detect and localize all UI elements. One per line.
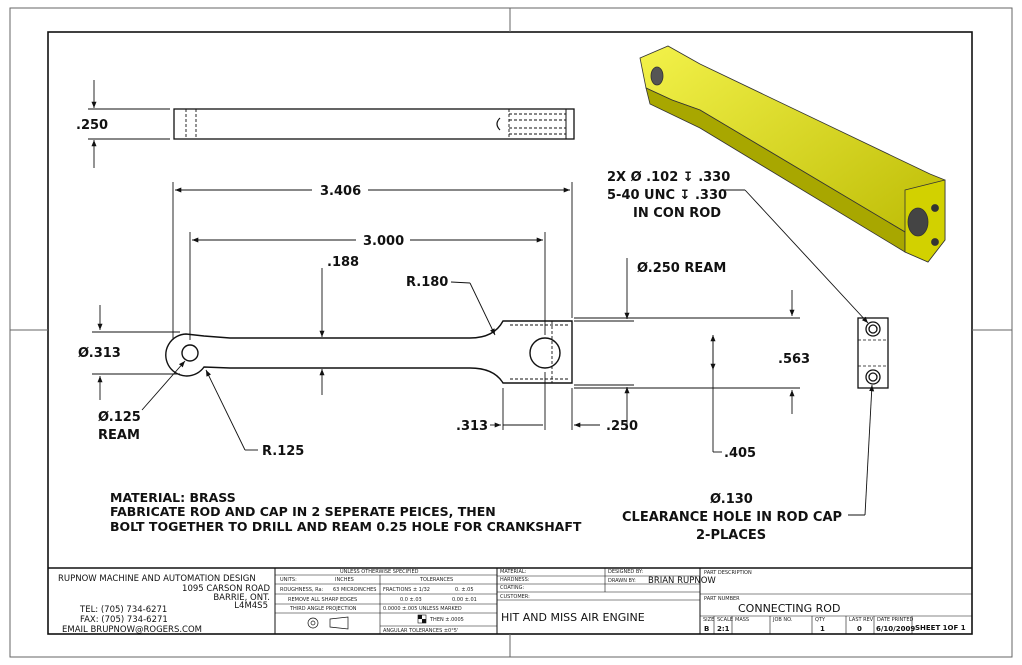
- company-fax: FAX: (705) 734-6271: [80, 615, 168, 625]
- clearance-callout-1: Ø.130: [710, 492, 753, 507]
- sheet-number: SHEET 1OF 1: [915, 624, 966, 632]
- third-angle-symbol-icon: [307, 616, 349, 630]
- tol-000: 0.00 ±.01: [452, 597, 477, 603]
- dim-313: [92, 305, 180, 400]
- dim-3000: [189, 232, 546, 340]
- dim-3406: [172, 182, 573, 340]
- clearance-callout-2: CLEARANCE HOLE IN ROD CAP: [622, 510, 842, 525]
- hardness-label: HARDNESS:: [500, 577, 530, 583]
- isometric-rod-image: [639, 45, 946, 263]
- coating-label: COATING:: [500, 585, 525, 591]
- units-value: INCHES: [335, 577, 354, 583]
- title-block-grid: [48, 567, 972, 634]
- third-angle-label: THIRD ANGLE PROJECTION: [289, 606, 357, 612]
- dim-r180: [450, 281, 496, 336]
- company-address-2: BARRIE, ONT.: [213, 593, 270, 603]
- roughness-label: ROUGHNESS, Ra:: [280, 587, 324, 593]
- dim-563-label: .563: [778, 352, 810, 367]
- company-email: EMAIL BRUPNOW@ROGERS.COM: [62, 625, 202, 635]
- size-value: B: [704, 625, 709, 633]
- clearance-callout-3: 2-PLACES: [696, 528, 766, 543]
- last-rev-value: 0: [857, 625, 862, 633]
- drawn-by-label: DRAWN BY:: [608, 578, 636, 584]
- dim-188-label: .188: [327, 255, 359, 270]
- dim-125-ream: REAM: [98, 428, 140, 443]
- roughness-value: 63 MICROINCHES: [333, 587, 376, 593]
- inner-border: [47, 31, 973, 635]
- part-description-label: PART DESCRIPTION: [704, 570, 752, 576]
- tol-00: 0.0 ±.03: [400, 597, 422, 603]
- part-number-label: PART NUMBER: [704, 596, 740, 602]
- angular-tolerances: ANGULAR TOLERANCES ±0°5': [383, 628, 458, 634]
- tol-0: 0. ±.05: [455, 587, 474, 593]
- scale-label: SCALE: [717, 617, 733, 623]
- hole-callout-3: IN CON ROD: [633, 206, 721, 221]
- tol-fractions: FRACTIONS ± 1/32: [383, 587, 430, 593]
- tol-then: THEN ±.0005: [429, 617, 464, 623]
- remove-sharp-edges: REMOVE ALL SHARP EDGES: [288, 597, 357, 603]
- dim-r125: [205, 369, 258, 451]
- last-rev-label: LAST REV: [849, 617, 874, 623]
- dim-r125-label: R.125: [262, 444, 304, 459]
- dim-3406-label: 3.406: [320, 184, 361, 199]
- dim-250-ream-label: Ø.250 REAM: [637, 261, 726, 276]
- hole-callout-1: 2X Ø .102 ↧ .330: [607, 170, 730, 185]
- note-line-3: BOLT TOGETHER TO DRILL AND REAM 0.25 HOL…: [110, 519, 582, 534]
- dim-563: [574, 290, 800, 414]
- dim-405: [710, 335, 722, 453]
- material-label: MATERIAL:: [500, 569, 527, 575]
- dim-313-label: Ø.313: [78, 346, 121, 361]
- job-label: JOB NO.: [772, 617, 793, 623]
- dim-250-ream: [574, 258, 634, 430]
- dim-313-250: [490, 372, 600, 430]
- date-printed-value: 6/10/2009: [876, 625, 915, 633]
- top-view: [173, 108, 575, 140]
- customer-label: CUSTOMER:: [500, 594, 530, 600]
- mass-label: MASS: [735, 617, 749, 623]
- company-postal: L4M4S5: [234, 601, 268, 611]
- drawn-by-value: BRIAN RUPNOW: [648, 576, 716, 586]
- dim-250-top: [88, 80, 170, 168]
- hole-callout-2: 5-40 UNC ↧ .330: [607, 188, 727, 203]
- qty-value: 1: [820, 625, 825, 633]
- dim-313b-label: .313: [456, 419, 488, 434]
- company-name: RUPNOW MACHINE AND AUTOMATION DESIGN: [58, 574, 256, 584]
- dim-125: [141, 360, 186, 411]
- dim-r180-label: R.180: [406, 275, 448, 290]
- dim-3000-label: 3.000: [363, 234, 404, 249]
- tolerances-label: TOLERANCES: [419, 577, 453, 583]
- leader-holes: [724, 189, 875, 516]
- note-line-2: FABRICATE ROD AND CAP IN 2 SEPERATE PEIC…: [110, 504, 496, 519]
- designed-by-label: DESIGNED BY:: [608, 569, 643, 575]
- company-tel: TEL: (705) 734-6271: [79, 605, 167, 615]
- front-view: [165, 320, 573, 384]
- dim-125-label: Ø.125: [98, 410, 141, 425]
- customer-name: HIT AND MISS AIR ENGINE: [501, 611, 645, 624]
- note-material: MATERIAL: BRASS: [110, 490, 236, 505]
- checker-icon: [417, 614, 427, 624]
- dim-405-label: .405: [724, 446, 756, 461]
- units-label: UNITS:: [280, 577, 297, 583]
- tol-0000: 0.0000 ±.005 UNLESS MARKED: [383, 606, 462, 612]
- scale-value: 2:1: [717, 625, 730, 633]
- size-label: SIZE: [703, 617, 714, 623]
- part-name: CONNECTING ROD: [738, 602, 840, 615]
- dim-250b-label: .250: [606, 419, 638, 434]
- outer-border: [9, 7, 1013, 658]
- unless-specified: UNLESS OTHERWISE SPECIFIED: [340, 569, 419, 575]
- company-address-1: 1095 CARSON ROAD: [182, 584, 270, 594]
- rod-cap-view: [857, 317, 889, 389]
- qty-label: QTY: [815, 617, 826, 623]
- center-marks: [10, 8, 1012, 657]
- dim-250-label: .250: [76, 118, 108, 133]
- date-printed-label: DATE PRINTED: [877, 617, 914, 623]
